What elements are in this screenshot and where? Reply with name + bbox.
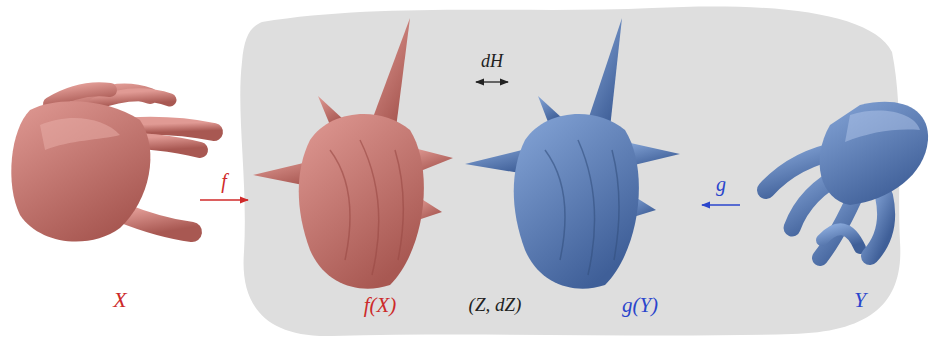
- body: [514, 114, 639, 289]
- hand-y-palm: [820, 102, 928, 205]
- hand-x-palm: [11, 101, 150, 241]
- finger: [870, 196, 886, 256]
- spike: [372, 18, 410, 128]
- texture: [545, 140, 619, 275]
- arrow-label: f: [221, 170, 227, 193]
- embedded-shape-gy: [465, 18, 680, 289]
- arrow-label: g: [716, 173, 726, 196]
- finger: [822, 229, 860, 248]
- mapping-arrow: [476, 81, 508, 82]
- hand-y-highlight: [845, 110, 920, 142]
- arrow-label: dH: [481, 51, 503, 72]
- spike: [588, 18, 622, 128]
- embedded-shape-fx: [253, 18, 453, 289]
- region-fill: [240, 6, 900, 336]
- shape-label: f(X): [364, 293, 397, 317]
- shape-label: (Z, dZ): [469, 294, 522, 316]
- body: [299, 114, 424, 289]
- texture: [330, 140, 403, 275]
- shape-label: Y: [854, 287, 866, 312]
- mapping-arrow: [200, 199, 248, 200]
- shape-label: X: [113, 287, 126, 312]
- mapping-arrow: [702, 204, 740, 205]
- hand-x-highlight: [40, 118, 120, 150]
- shape-label: g(Y): [622, 293, 658, 317]
